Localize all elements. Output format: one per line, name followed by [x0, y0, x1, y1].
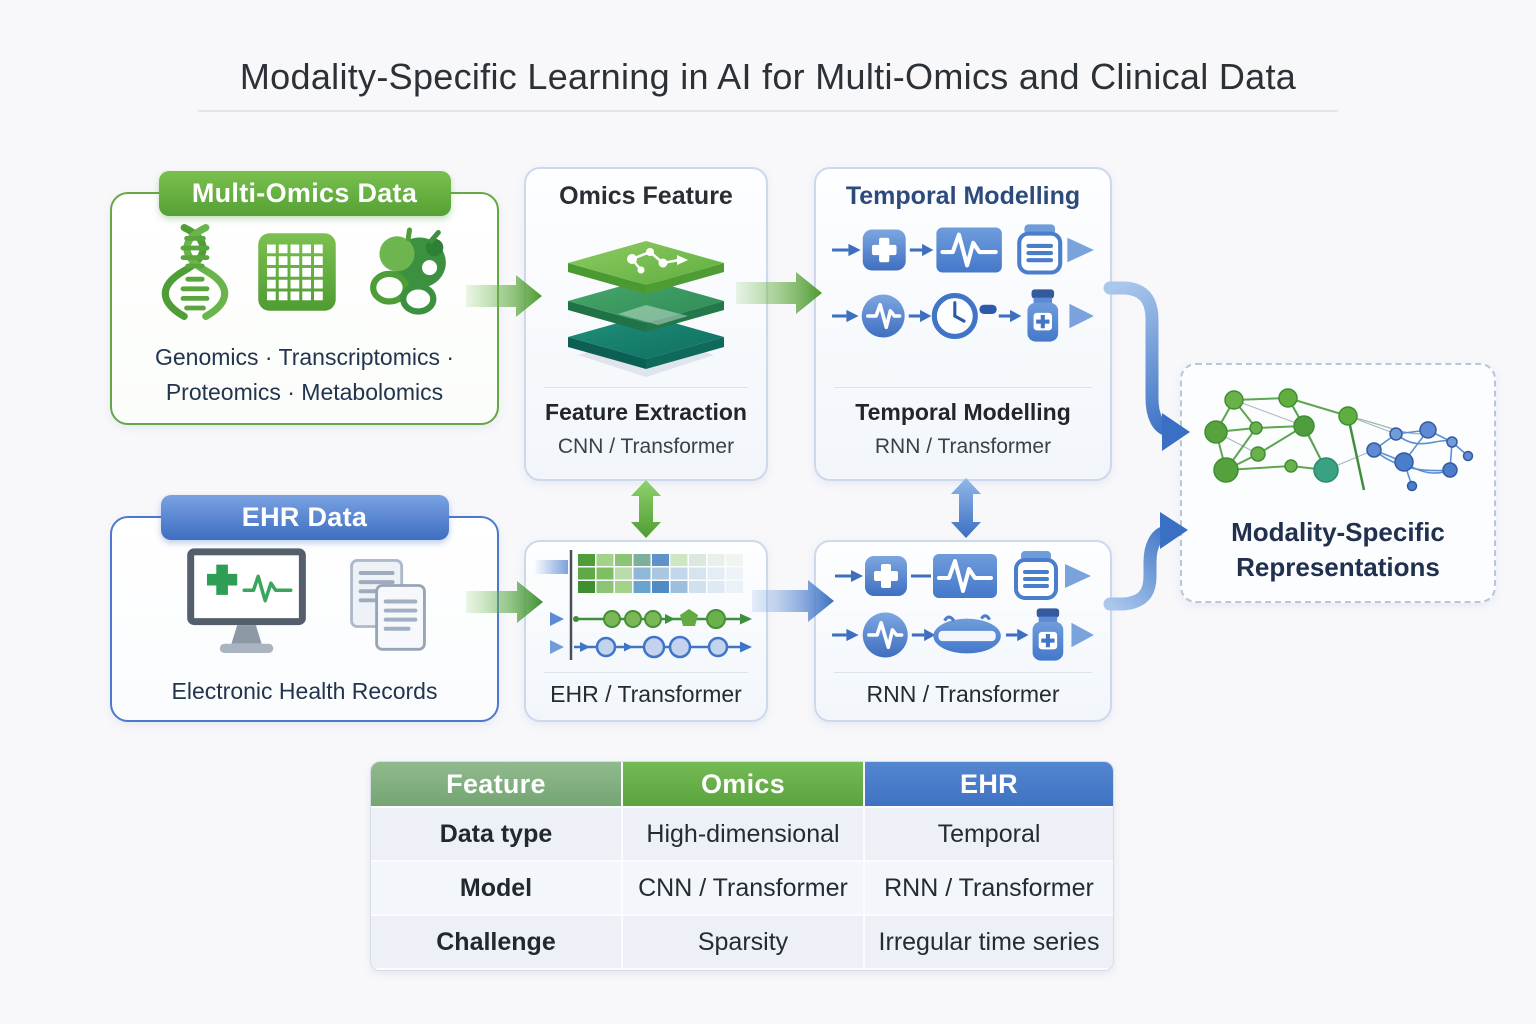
table-row-model-label: Model	[371, 862, 623, 916]
omics-feature-divider	[544, 387, 748, 388]
arrow-rnn-to-representations	[1103, 525, 1173, 611]
table-row-model-omics: CNN / Transformer	[623, 862, 865, 916]
layer-stack-icon	[546, 219, 746, 386]
cnn-transformer-label: CNN / Transformer	[557, 435, 735, 458]
microbe-icon	[363, 225, 451, 324]
ehr-transformer-panel: EHR / Transformer	[524, 540, 768, 722]
ehr-caption: Electronic Health Records	[171, 677, 438, 704]
multi-omics-caption-line2: Proteomics · Metabolomics	[165, 378, 444, 405]
multi-omics-panel: Multi-Omics Data	[110, 171, 499, 425]
rnn-transformer-label: RNN / Transformer	[874, 435, 1052, 458]
dna-icon	[159, 220, 231, 329]
clinical-sequence-row1-icon	[830, 221, 1096, 284]
ehr-panel: EHR Data	[110, 495, 499, 722]
title-underline	[198, 110, 1338, 112]
clinical-sequence-row2-icon	[830, 285, 1096, 352]
omics-feature-title: Omics Feature	[559, 182, 733, 210]
network-icon	[1196, 377, 1480, 514]
multi-omics-caption-line1: Genomics · Transcriptomics ·	[154, 344, 455, 370]
table-header-omics: Omics	[623, 762, 865, 808]
comparison-table: Feature Omics EHR Data type High-dimensi…	[370, 761, 1114, 971]
multi-omics-caption: Genomics · Transcriptomics · Proteomics …	[112, 340, 497, 409]
multi-omics-header: Multi-Omics Data	[158, 171, 451, 216]
representations-panel: Modality-Specific Representations	[1180, 363, 1496, 603]
representations-caption: Modality-Specific Representations	[1182, 515, 1494, 585]
temporal-modelling-label: Temporal Modelling	[855, 399, 1071, 425]
ehr-transformer-divider	[544, 672, 748, 673]
temporal-divider	[834, 387, 1092, 388]
ehr-monitor-icon	[181, 546, 333, 665]
ehr-transformer-label: EHR / Transformer	[550, 681, 742, 707]
table-row-challenge-omics: Sparsity	[623, 916, 865, 970]
temporal-panel: Temporal Modelling	[814, 167, 1112, 481]
representations-caption-line2: Representations	[1236, 552, 1440, 583]
table-row-challenge-label: Challenge	[371, 916, 623, 970]
omics-matrix-icon	[257, 232, 337, 317]
ehr-icon-row	[112, 546, 497, 665]
multi-omics-icon-row	[112, 220, 497, 329]
arrow-temporal-to-representations	[1103, 281, 1175, 437]
representations-caption-line1: Modality-Specific	[1231, 517, 1445, 547]
omics-feature-panel: Omics Feature	[524, 167, 768, 481]
table-row-datatype-ehr: Temporal	[865, 808, 1113, 862]
rnn-sequence-row2-icon	[830, 604, 1096, 671]
temporal-title: Temporal Modelling	[845, 182, 1081, 210]
table-row-datatype-omics: High-dimensional	[623, 808, 865, 862]
table-header-feature: Feature	[371, 762, 623, 808]
table-row-model-ehr: RNN / Transformer	[865, 862, 1113, 916]
ehr-header: EHR Data	[160, 495, 449, 540]
rnn-transformer-caption: RNN / Transformer	[866, 681, 1060, 707]
medical-records-icon	[347, 558, 429, 659]
table-row-datatype-label: Data type	[371, 808, 623, 862]
rnn-sequence-row1-icon	[830, 548, 1096, 609]
rnn-transformer-panel: RNN / Transformer	[814, 540, 1112, 722]
timeline-heatmap-icon	[534, 548, 758, 671]
feature-extraction-label: Feature Extraction	[545, 399, 747, 425]
arrow-vertical-green	[631, 480, 661, 538]
arrow-vertical-blue	[951, 478, 981, 538]
table-row-challenge-ehr: Irregular time series	[865, 916, 1113, 970]
rnn-transformer-divider	[834, 672, 1092, 673]
table-header-ehr: EHR	[865, 762, 1113, 808]
page-title: Modality-Specific Learning in AI for Mul…	[239, 56, 1297, 97]
